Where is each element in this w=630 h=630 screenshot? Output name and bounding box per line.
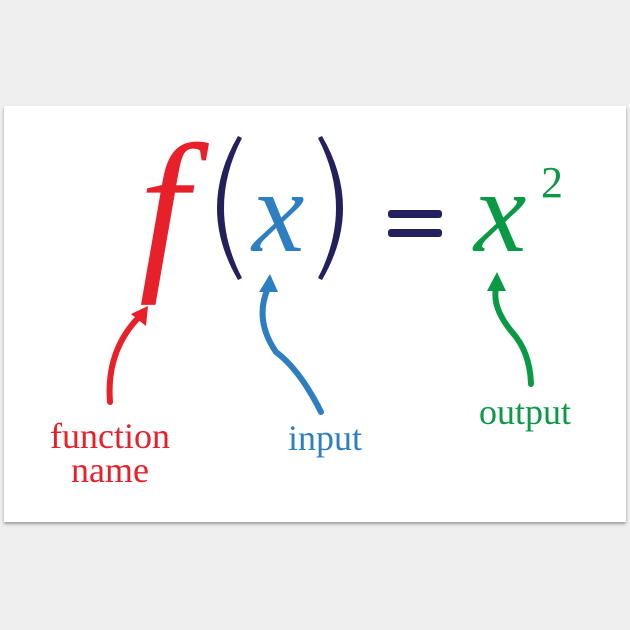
output-exponent: 2 xyxy=(541,158,563,207)
function-arrow xyxy=(106,306,148,405)
output-arrow xyxy=(487,272,534,387)
open-paren xyxy=(217,136,242,280)
output-label: output xyxy=(479,392,572,432)
function-name-line1: function xyxy=(50,416,170,456)
function-symbol: f xyxy=(139,108,189,306)
equals-top-bar xyxy=(388,210,442,218)
output-base: x xyxy=(474,146,527,277)
function-name-label: function name xyxy=(30,416,190,490)
poster-card xyxy=(4,106,626,522)
close-paren xyxy=(318,136,343,280)
input-arrow xyxy=(259,274,324,415)
input-variable: x xyxy=(252,146,305,277)
function-name-line2: name xyxy=(71,450,149,490)
input-label: input xyxy=(288,418,363,458)
equals-bottom-bar xyxy=(388,229,442,237)
